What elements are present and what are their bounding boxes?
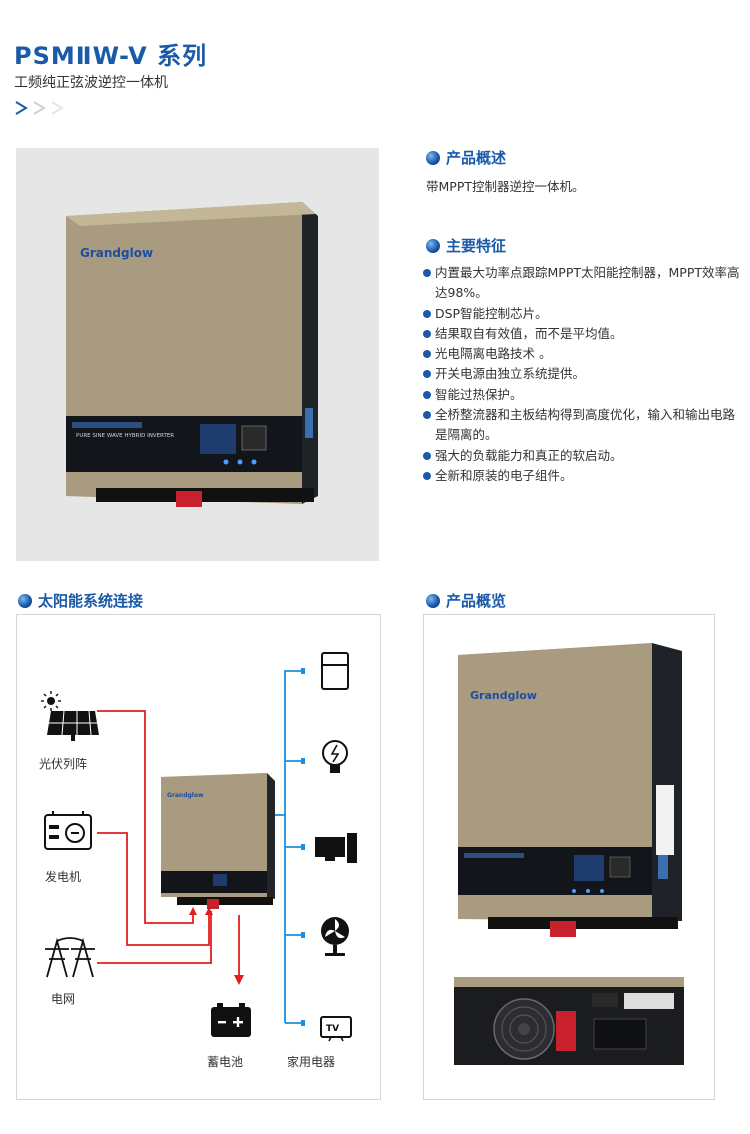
computer-icon — [315, 833, 357, 863]
globe-icon — [18, 593, 32, 608]
globe-icon — [426, 150, 440, 165]
brand-logo: Grandglow — [167, 792, 204, 799]
list-item: 全桥整流器和主板结构得到高度优化，输入和输出电路是隔离的。 — [423, 405, 743, 446]
preview-heading-label: 产品概览 — [446, 592, 507, 610]
features-list: 内置最大功率点跟踪MPPT太阳能控制器，MPPT效率高达98%。 DSP智能控制… — [423, 263, 743, 486]
product-photo: PURE SINE WAVE HYBRID INVERTER Grandglow — [16, 148, 379, 561]
panel-text: PURE SINE WAVE HYBRID INVERTER — [76, 433, 174, 439]
globe-icon — [426, 593, 440, 608]
page-title: PSMⅡW-V 系列 — [14, 42, 208, 70]
list-item: 内置最大功率点跟踪MPPT太阳能控制器，MPPT效率高达98%。 — [423, 263, 743, 304]
overview-text: 带MPPT控制器逆控一体机。 — [426, 179, 585, 194]
overview-heading: 产品概述 — [426, 147, 506, 168]
solar-panel-icon — [41, 691, 99, 741]
list-item: 结果取自有效值，而不是平均值。 — [423, 324, 743, 344]
solar-heading-label: 太阳能系统连接 — [38, 592, 144, 610]
fridge-icon — [321, 652, 349, 690]
inverter-image: Grandglow — [161, 773, 275, 909]
bulb-icon — [322, 740, 348, 773]
page-subtitle: 工频纯正弦波逆控一体机 — [14, 75, 168, 91]
power-tower-icon — [45, 937, 95, 978]
features-heading: 主要特征 — [426, 235, 506, 256]
chevrons-icon — [15, 101, 64, 115]
generator-icon — [44, 811, 92, 850]
list-item: DSP智能控制芯片。 — [423, 304, 743, 324]
appliances-label: 家用电器 — [287, 1055, 336, 1069]
list-item: 全新和原装的电子组件。 — [423, 466, 743, 486]
svg-text:TV: TV — [326, 1024, 339, 1034]
fan-icon — [321, 917, 349, 956]
preview-heading: 产品概览 — [426, 590, 506, 611]
tv-icon: TV — [320, 1016, 352, 1042]
brand-logo: Grandglow — [80, 246, 153, 260]
source-label-solar: 光伏列阵 — [39, 757, 88, 771]
battery-label: 蓄电池 — [207, 1055, 244, 1069]
product-front-image: Grandglow — [458, 643, 682, 937]
brand-logo: Grandglow — [470, 689, 537, 702]
solar-heading: 太阳能系统连接 — [18, 590, 143, 611]
source-label-grid: 电网 — [51, 992, 76, 1006]
list-item: 智能过热保护。 — [423, 385, 743, 405]
globe-icon — [426, 238, 440, 253]
product-overview: Grandglow — [423, 614, 715, 1100]
features-heading-label: 主要特征 — [446, 237, 507, 255]
battery-icon — [211, 1003, 251, 1037]
list-item: 光电隔离电路技术 。 — [423, 344, 743, 364]
overview-heading-label: 产品概述 — [446, 149, 507, 167]
product-back-image — [454, 977, 684, 1065]
list-item: 强大的负载能力和真正的软启动。 — [423, 446, 743, 466]
source-label-generator: 发电机 — [45, 870, 82, 884]
list-item: 开关电源由独立系统提供。 — [423, 364, 743, 384]
solar-diagram: Grandglow — [16, 614, 381, 1100]
